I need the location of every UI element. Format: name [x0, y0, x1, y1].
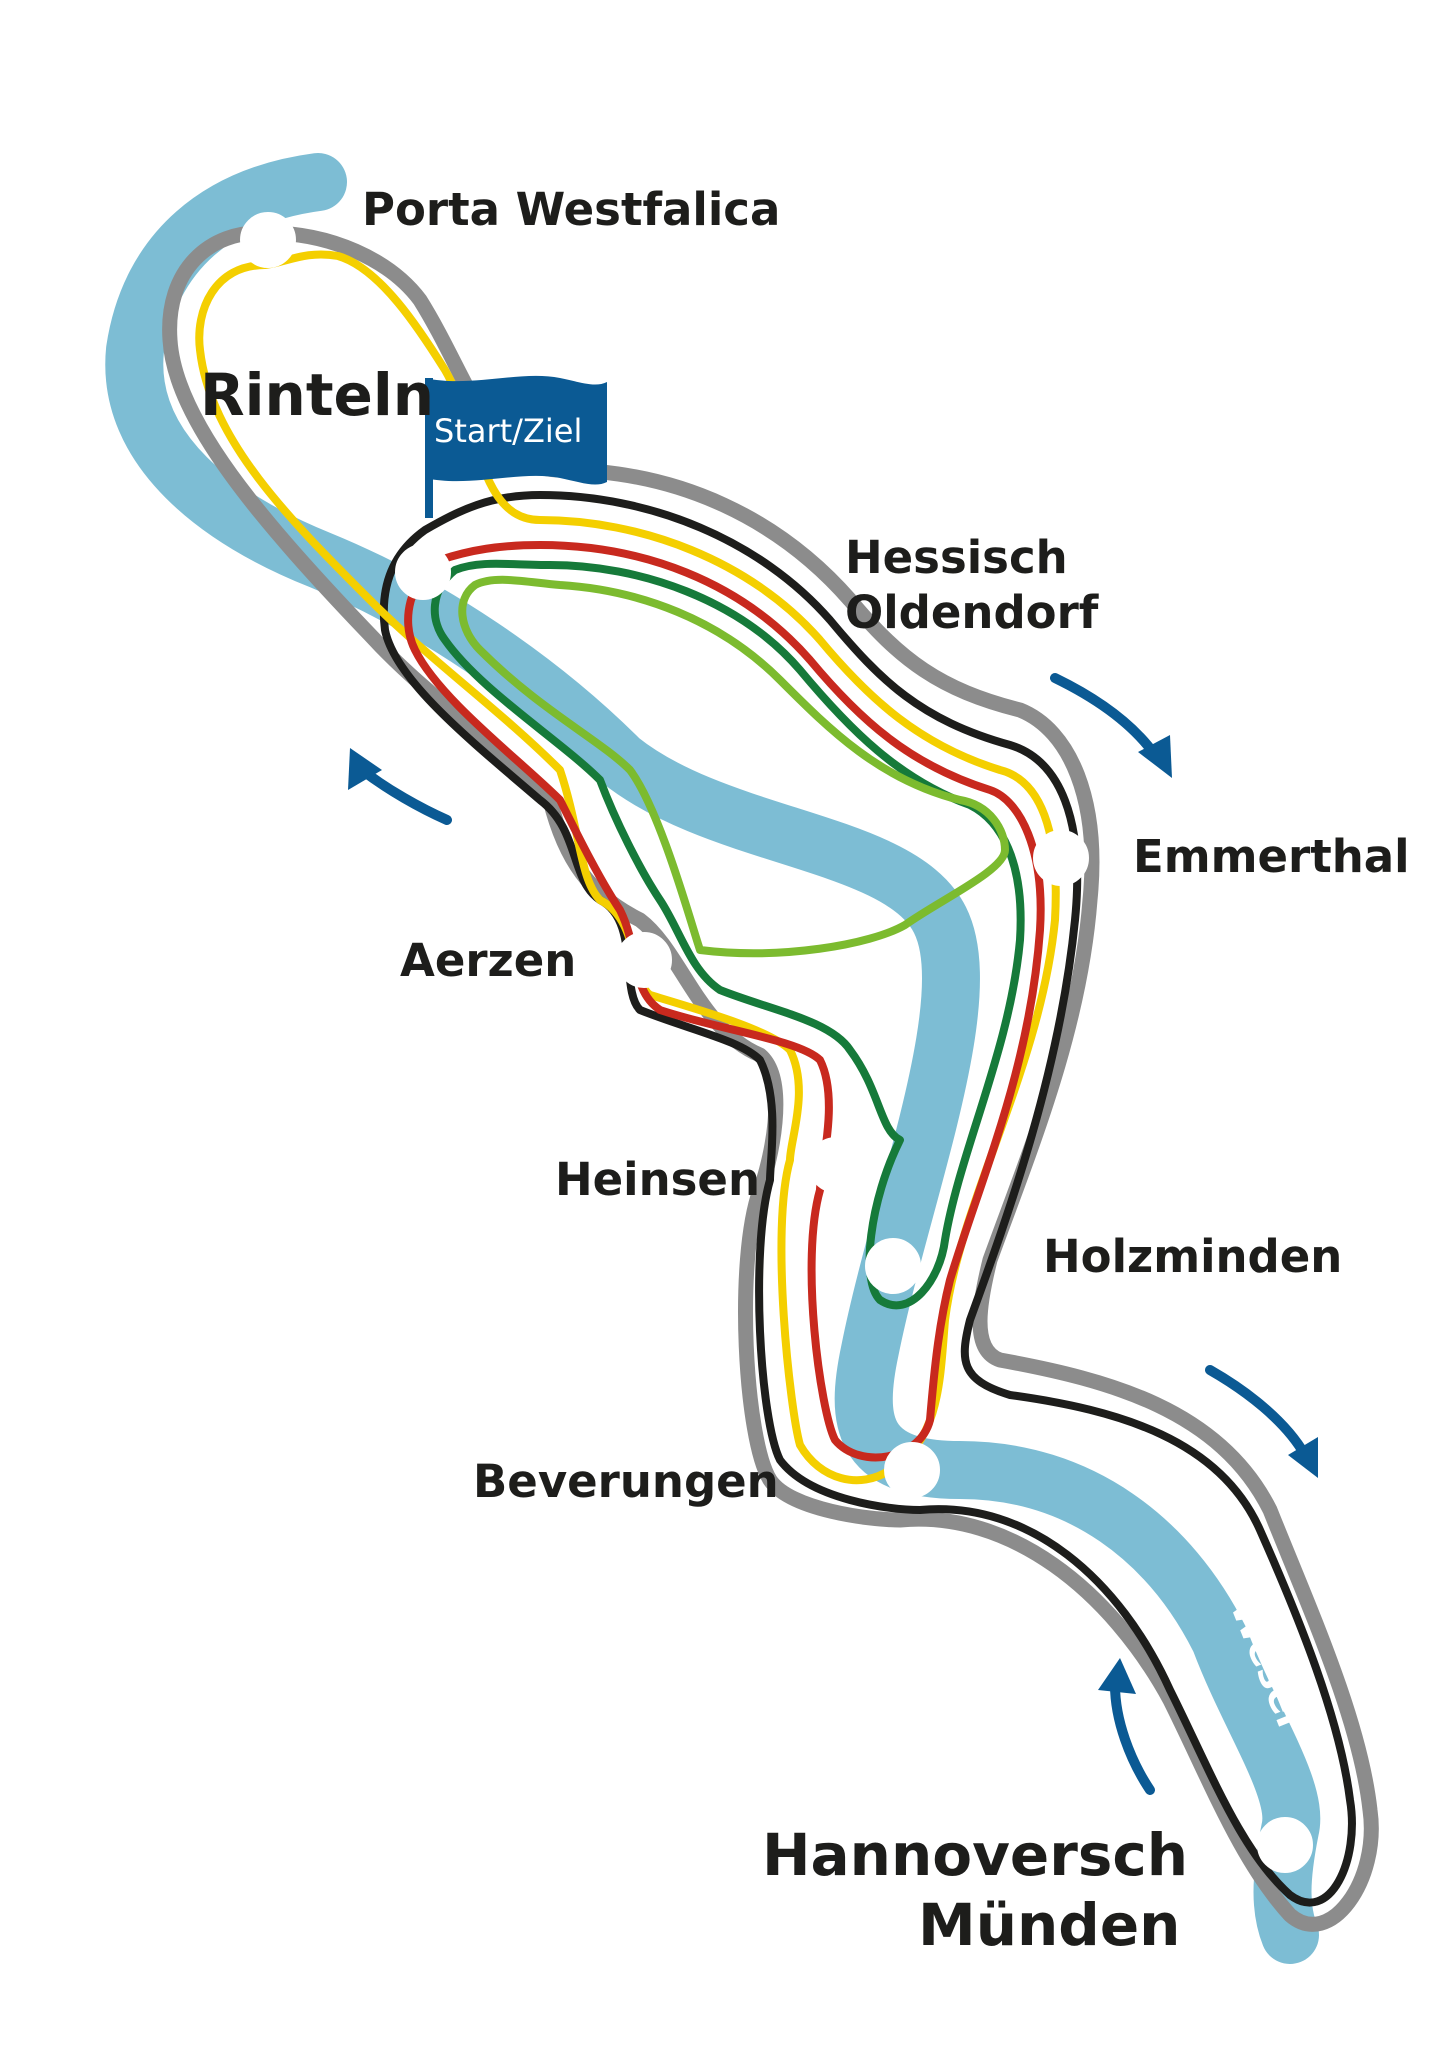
flag-icon [425, 375, 607, 485]
town-marker-rinteln [395, 544, 451, 600]
arrow-curved-icon [1205, 1365, 1318, 1478]
arrow-curved-icon [1098, 1658, 1155, 1795]
town-label-hannoversch: Hannoversch [762, 1821, 1188, 1889]
arrow-curved-icon [348, 748, 452, 825]
town-marker-beverungen [884, 1442, 940, 1498]
start-finish-flag: Start/Ziel [425, 375, 607, 518]
town-marker-aerzen [616, 932, 672, 988]
flag-label: Start/Ziel [434, 412, 582, 450]
route-light-green [458, 575, 1009, 958]
town-label-oldendorf: Oldendorf [845, 586, 1099, 639]
town-label-muenden: Münden [918, 1891, 1180, 1959]
town-label-rinteln: Rinteln [200, 361, 434, 429]
town-markers [240, 212, 1313, 1873]
direction-arrows [348, 673, 1318, 1795]
river-weser [105, 153, 1321, 1964]
town-label-heinsen: Heinsen [555, 1153, 760, 1206]
route-red [404, 541, 1045, 1462]
town-label-aerzen: Aerzen [400, 934, 576, 987]
town-label-hessisch: Hessisch [845, 531, 1068, 584]
town-marker-porta-westfalica [240, 212, 296, 268]
route-dark-green [430, 559, 1025, 1310]
route-grey [162, 225, 1379, 1932]
town-marker-holzminden [865, 1238, 921, 1294]
town-marker-emmerthal [1033, 830, 1089, 886]
town-label-emmerthal: Emmerthal [1133, 830, 1410, 883]
town-label-porta-westfalica: Porta Westfalica [362, 183, 780, 236]
town-marker-hann-muenden [1257, 1817, 1313, 1873]
town-label-holzminden: Holzminden [1043, 1230, 1342, 1283]
town-label-beverungen: Beverungen [473, 1455, 779, 1508]
route-yellow [195, 250, 1060, 1485]
town-marker-heinsen [808, 1137, 864, 1193]
arrow-curved-icon [1050, 673, 1172, 778]
